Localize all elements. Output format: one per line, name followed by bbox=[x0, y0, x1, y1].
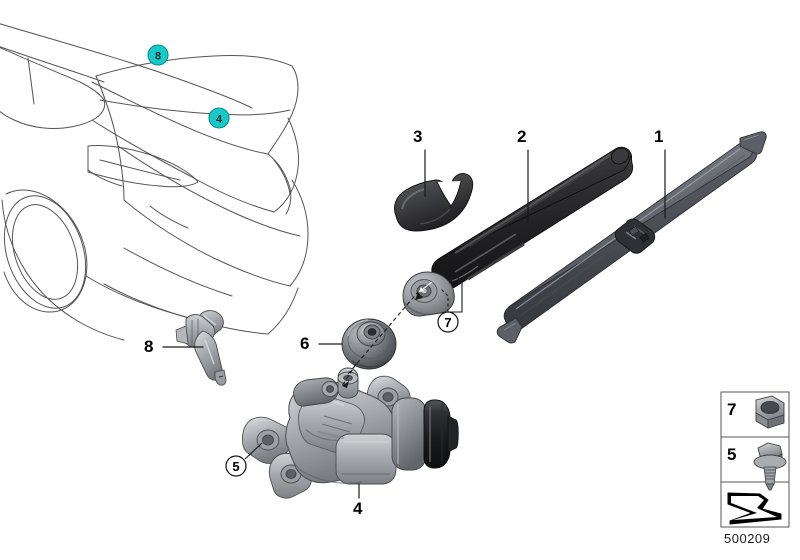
badge-4-label: 4 bbox=[216, 114, 223, 126]
badge-8-label: 8 bbox=[155, 51, 161, 63]
part-4-wiper-motor[interactable] bbox=[242, 367, 459, 499]
vehicle-outline-illustration bbox=[0, 23, 309, 341]
hex-bolt-icon bbox=[753, 442, 787, 491]
badge-4[interactable]: 4 bbox=[208, 107, 230, 129]
circle-callout-7[interactable]: 7 bbox=[437, 271, 463, 333]
leader-7 bbox=[440, 288, 449, 312]
part-1-wiper-blade[interactable] bbox=[496, 131, 767, 344]
legend-row-5[interactable]: 5 bbox=[727, 442, 787, 491]
vehicle-callout-badges: 8 4 bbox=[147, 44, 230, 129]
part-6-grommet[interactable] bbox=[341, 318, 397, 370]
label-2: 2 bbox=[517, 127, 527, 146]
circle-callout-5[interactable]: 5 bbox=[225, 442, 263, 477]
hex-nut-icon bbox=[755, 395, 785, 429]
circle-callout-5-label: 5 bbox=[232, 459, 239, 474]
legend-row-7-label: 7 bbox=[727, 400, 736, 419]
assembly-arrows bbox=[341, 291, 423, 388]
label-3: 3 bbox=[413, 127, 423, 146]
label-4: 4 bbox=[353, 499, 363, 518]
legend-row-7[interactable]: 7 bbox=[727, 395, 785, 429]
label-1: 1 bbox=[654, 127, 664, 146]
blade-connector-clip bbox=[614, 218, 656, 254]
leader-7-bracket bbox=[448, 271, 463, 313]
leader-5 bbox=[244, 442, 263, 460]
part-2-wiper-arm[interactable] bbox=[402, 145, 634, 317]
part-3-cover-cap[interactable] bbox=[394, 173, 474, 232]
legend-box: 7 5 bbox=[720, 391, 790, 528]
part-8-washer-nozzle[interactable] bbox=[175, 310, 227, 386]
label-8: 8 bbox=[144, 337, 154, 356]
legend-row-5-label: 5 bbox=[727, 445, 736, 464]
legend-row-arrow[interactable] bbox=[727, 492, 782, 525]
leader-lines bbox=[162, 149, 666, 499]
assembly-arrow-4-to-2 bbox=[347, 291, 419, 375]
circle-callouts: 7 5 bbox=[225, 271, 463, 477]
badge-8[interactable]: 8 bbox=[147, 44, 169, 66]
circle-callout-7-label: 7 bbox=[444, 315, 451, 330]
assembly-arrow-6 bbox=[341, 363, 357, 387]
label-6: 6 bbox=[300, 334, 310, 353]
assembly-arrow-icon bbox=[727, 492, 782, 525]
diagram-id-number: 500209 bbox=[724, 531, 771, 546]
